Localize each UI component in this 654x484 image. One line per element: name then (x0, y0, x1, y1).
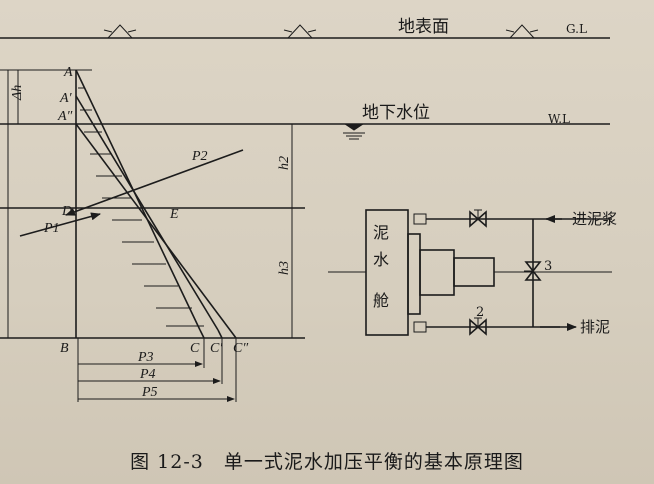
slurry-in-label: 进泥浆 (572, 210, 617, 228)
pressure-tip-c1 (217, 329, 223, 339)
point-e: E (169, 207, 179, 222)
point-c2: C″ (233, 341, 248, 356)
valve-2-label: 2 (476, 305, 484, 320)
bulkhead (407, 233, 421, 315)
point-c1: C′ (210, 341, 223, 356)
chamber-char-2: 水 (373, 250, 389, 269)
outlet-valve (469, 318, 487, 336)
slurry-chamber-schematic (328, 209, 612, 336)
pump-motor (453, 257, 495, 287)
pump-body (419, 249, 455, 296)
p5-symbol: P5 (141, 385, 158, 400)
point-c: C (190, 341, 200, 356)
pressure-line-a1 (75, 95, 219, 331)
pressure-tip-c (199, 329, 205, 339)
ground-surface-label: 地表面 (398, 17, 449, 37)
slurry-out-label: 排泥 (580, 318, 610, 336)
h3-symbol: h3 (277, 261, 292, 275)
p2-symbol: P2 (191, 149, 208, 164)
p4-symbol: P4 (139, 367, 156, 382)
bypass-valve (524, 261, 542, 281)
chamber-char-1: 泥 (373, 223, 389, 242)
point-b: B (60, 341, 69, 356)
dimension-dh (13, 69, 23, 125)
figure-caption: 图 12-3 单一式泥水加压平衡的基本原理图 (130, 451, 524, 473)
wl-label: W.L (548, 112, 570, 126)
water-level-symbol (343, 123, 365, 140)
inlet-valve (469, 210, 487, 228)
point-a1: A′ (59, 91, 73, 106)
valve-3-label: 3 (544, 259, 552, 274)
water-level-label: 地下水位 (362, 103, 430, 123)
p1-symbol: P1 (43, 221, 60, 236)
pressure-hatch (78, 87, 204, 327)
pressure-diagram (75, 69, 237, 339)
bottom-dimensions (77, 338, 237, 402)
chamber-char-3: 舱 (373, 291, 389, 310)
gl-label: G.L (566, 22, 587, 36)
point-a2: A″ (57, 109, 73, 124)
dh-symbol: Δh (10, 85, 25, 101)
ground-hatch-symbols (103, 24, 539, 39)
p3-symbol: P3 (137, 350, 154, 365)
pressure-line-a (75, 69, 201, 331)
dimension-h2-h3 (287, 123, 297, 339)
point-a: A (63, 65, 73, 80)
p1-arrow (19, 212, 101, 237)
point-d: D (61, 204, 72, 219)
h2-symbol: h2 (277, 156, 292, 170)
pressure-line-a2 (75, 123, 237, 339)
p2-arrow (65, 149, 244, 216)
